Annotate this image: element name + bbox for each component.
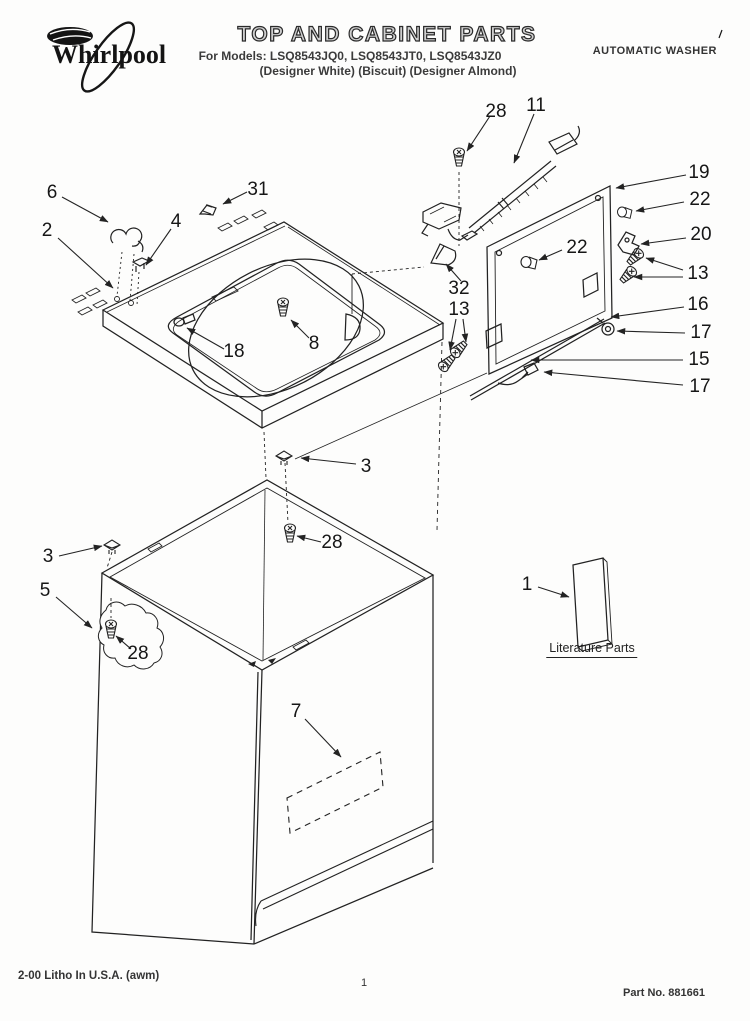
top-panel-drawing [71,209,445,429]
callout-8: 8 [308,333,320,354]
callout-22: 22 [566,237,588,258]
callout-28: 28 [127,643,149,664]
callout-17: 17 [690,322,712,343]
callout-15: 15 [688,349,710,370]
top-panel-small-parts [110,125,581,314]
callout-11: 11 [526,95,546,116]
callout-leader-lines [55,113,687,758]
footer-page-number: 1 [360,977,368,989]
callout-19: 19 [688,162,710,183]
callout-13: 13 [687,263,709,284]
callout-3: 3 [360,456,372,477]
callout-28: 28 [485,101,507,122]
whirlpool-logo-art [47,21,723,93]
callout-5: 5 [39,580,51,601]
colors-line: (Designer White) (Biscuit) (Designer Alm… [259,64,517,78]
models-line: For Models: LSQ8543JQ0, LSQ8543JT0, LSQ8… [198,49,502,63]
callout-18: 18 [223,341,245,362]
callout-22: 22 [689,189,711,210]
callout-20: 20 [690,224,712,245]
callout-2: 2 [41,220,53,241]
page-title: TOP AND CABINET PARTS [237,22,537,46]
callout-13: 13 [448,299,470,320]
footer-litho-note: 2-00 Litho In U.S.A. (awm) [18,970,160,982]
callout-7: 7 [290,701,302,722]
callout-6: 6 [46,182,58,203]
callout-16: 16 [687,294,709,315]
callout-1: 1 [521,574,533,595]
literature-booklet-drawing [572,557,613,652]
callout-4: 4 [170,211,182,232]
brand-wordmark: Whirlpool [52,40,167,69]
callout-32: 32 [448,278,470,299]
callout-17: 17 [689,376,711,397]
footer-part-number: Part No. 881661 [623,987,705,999]
callout-3: 3 [42,546,54,567]
cabinet-drawing [91,431,435,945]
callout-28: 28 [321,532,343,553]
callout-31: 31 [247,179,269,200]
product-type-label: AUTOMATIC WASHER [592,45,717,57]
literature-parts-caption: Literature Parts [546,641,638,658]
